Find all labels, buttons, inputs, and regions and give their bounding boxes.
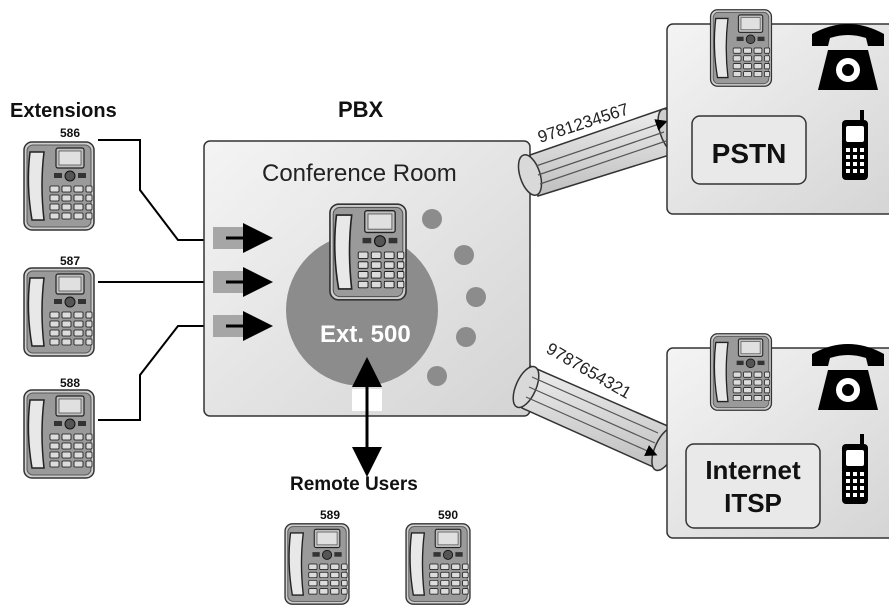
provider-label-line1: Internet	[705, 455, 801, 485]
extension-number: 590	[438, 508, 458, 522]
extension-588: 588	[23, 376, 95, 479]
conference-extension-label: Ext. 500	[320, 321, 411, 348]
extension-586: 586	[23, 126, 95, 231]
desk-phone-icon	[405, 523, 471, 605]
remote-user-590: 590	[405, 508, 471, 605]
extension-connectors	[98, 139, 205, 421]
pbx-heading: PBX	[338, 97, 384, 122]
desk-phone-icon	[23, 389, 95, 479]
extension-587: 587	[23, 254, 95, 357]
provider-itsp: Internet ITSP	[666, 333, 889, 539]
desk-phone-icon	[709, 9, 773, 87]
desk-phone-icon	[23, 267, 95, 357]
provider-label-line2: ITSP	[724, 488, 782, 518]
extensions-heading: Extensions	[10, 100, 117, 122]
desk-phone-icon	[329, 203, 407, 301]
extension-number: 589	[320, 508, 340, 522]
extension-number: 586	[60, 126, 80, 140]
conference-room-title: Conference Room	[262, 160, 457, 187]
incoming-arrows	[213, 223, 273, 341]
provider-pstn: PSTN	[666, 9, 889, 215]
desk-phone-icon	[284, 523, 350, 605]
extension-number: 587	[60, 254, 80, 268]
participant-dots	[422, 209, 486, 386]
desk-phone-icon	[709, 333, 773, 411]
remote-users-heading: Remote Users	[290, 474, 418, 495]
extension-number: 588	[60, 376, 80, 390]
desk-phone-icon	[23, 141, 95, 231]
provider-label: PSTN	[712, 138, 787, 169]
remote-user-589: 589	[284, 508, 350, 605]
cell-phone-icon	[842, 434, 868, 504]
cell-phone-icon	[842, 110, 868, 180]
